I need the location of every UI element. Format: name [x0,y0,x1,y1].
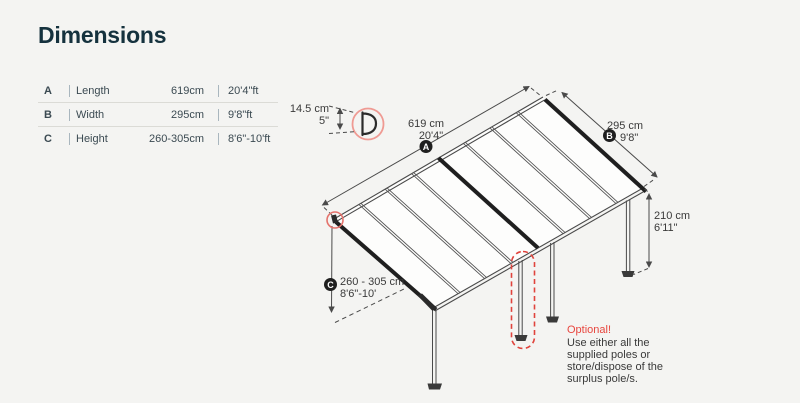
imperial-value: 20'4"ft [228,84,259,97]
badge-c-letter: C [327,280,334,290]
wall-height-imperial-label: 8'6"-10' [340,288,376,300]
row-label: Height [76,132,108,145]
post [427,309,442,390]
base-plate [427,383,442,390]
dimension-front-height: 210 cm 6'11" [633,188,690,275]
dimension-wall-height: C 260 - 305 cm 8'6"-10' [324,225,405,323]
detail-circle [351,107,385,141]
profile-metric-label: 14.5 cm [290,103,329,115]
metric-value: 619cm [170,84,204,97]
table-row: A Length 619cm 20'4"ft [38,79,278,102]
extension-dashes [328,105,358,134]
row-letter: C [44,132,52,145]
row-label: Width [76,108,105,121]
column-separator [217,84,219,97]
extension-dashes [643,179,655,187]
optional-note-line: supplied poles or [567,349,651,361]
optional-note-line: surplus pole/s. [567,373,638,385]
row-label: Length [76,84,110,97]
column-separator [217,108,219,121]
post [621,199,635,277]
optional-note-line: store/dispose of the [567,361,663,373]
gutter-end-cap [417,293,437,311]
row-letter: A [44,84,52,97]
badge-b-letter: B [606,131,613,141]
pergola-dimensions-diagram: 619 cm 20'4" A 295 cm 9'8" B 210 cm 6'11… [290,86,690,390]
post [546,242,559,323]
width-metric-label: 295 cm [607,120,643,132]
column-separator [68,108,70,121]
wall-beam-end-cap [331,214,338,224]
badge-a-letter: A [423,142,430,152]
row-letter: B [44,108,52,121]
extension-dashes [323,87,558,217]
support-posts [427,199,635,390]
panel-divider [358,203,461,294]
front-height-imperial-label: 6'11" [654,222,678,234]
wall-height-metric-label: 260 - 305 cm [340,276,404,288]
base-plate [546,316,559,323]
table-row: B Width 295cm 9'8"ft [38,102,278,126]
dimension-length: 619 cm 20'4" A [321,86,558,217]
column-separator [68,84,70,97]
metric-value: 295cm [170,108,204,121]
metric-value: 260-305cm [148,132,204,145]
profile-imperial-label: 5" [319,115,329,127]
gutter-profile-detail: 14.5 cm 5" [290,103,385,229]
column-separator [217,132,219,145]
table-row: C Height 260-305cm 8'6"-10'ft [38,126,278,150]
optional-note-title: Optional! [567,324,611,336]
width-imperial-label: 9'8" [620,132,638,144]
optional-pole-callout: Optional! Use either all the supplied po… [510,250,663,385]
base-plate [514,335,528,341]
optional-pole-highlight [510,250,536,350]
d-profile-icon [361,111,378,137]
badge-a-icon [419,140,433,153]
page-title: Dimensions [38,22,167,48]
dimensions-table: A Length 619cm 20'4"ft B Width 295cm 9'8… [38,79,278,150]
profile-location-circle [326,211,344,229]
optional-note-line: Use either all the [567,337,650,349]
post-optional [514,260,528,341]
imperial-value: 8'6"-10'ft [228,132,271,145]
extension-dashes [633,188,651,275]
front-height-metric-label: 210 cm [654,210,690,222]
dimension-width: 295 cm 9'8" B [561,91,658,187]
badge-c-icon [324,278,337,291]
length-imperial-label: 20'4" [419,130,443,142]
base-plate [621,271,635,277]
imperial-value: 9'8"ft [228,108,253,121]
column-separator [68,132,70,145]
badge-b-icon [603,129,616,142]
length-metric-label: 619 cm [408,118,444,130]
